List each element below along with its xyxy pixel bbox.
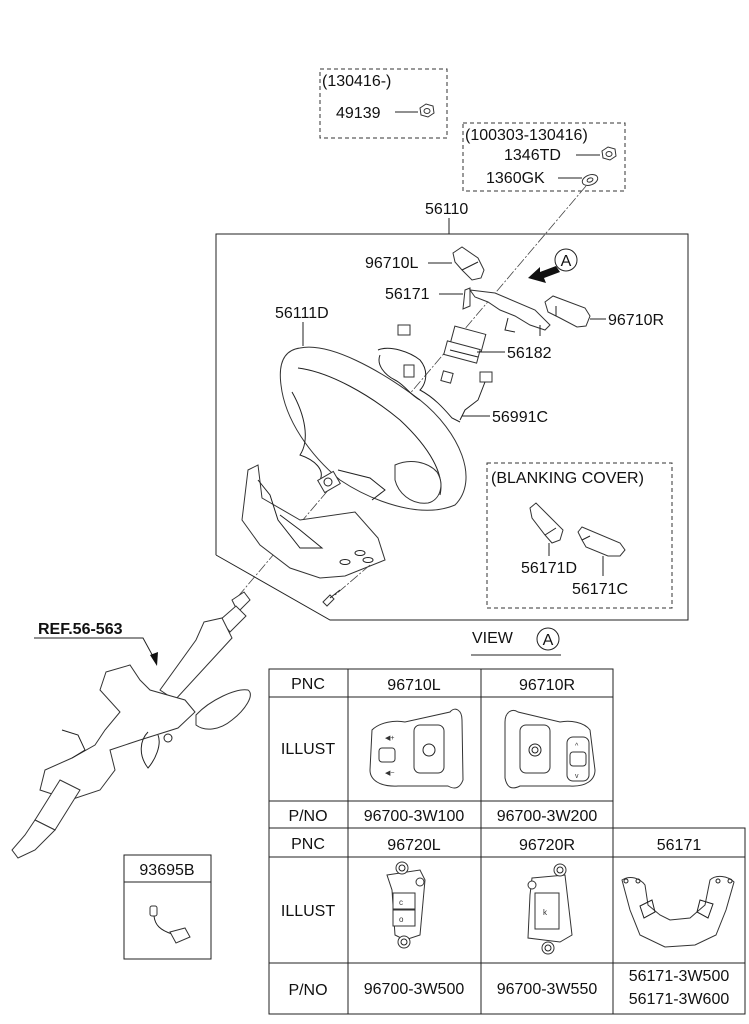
switch-bracket-icon [621, 875, 735, 948]
svg-text:v: v [575, 773, 579, 780]
assembly-boundary [215, 233, 689, 621]
part-label-56110[interactable]: 56110 [425, 201, 468, 218]
pnc-96710L[interactable]: 96710L [387, 677, 440, 694]
svg-text:◀+: ◀+ [385, 735, 394, 742]
lower-cover-part-icon [241, 464, 386, 579]
pno-96700-3W200[interactable]: 96700-3W200 [497, 808, 598, 825]
view-a-arrow: A [528, 248, 578, 283]
part-label-49139[interactable]: 49139 [336, 105, 381, 122]
steering-column-part-icon [11, 591, 251, 859]
part-label-56991C[interactable]: 56991C [492, 409, 548, 426]
svg-text:k: k [543, 908, 548, 917]
right-paddle-switch-icon: k [527, 863, 573, 955]
dashed-box [462, 122, 626, 192]
pnc-96720R[interactable]: 96720R [519, 837, 575, 854]
blanking-cover-right-icon [577, 526, 626, 557]
part-label-93695B[interactable]: 93695B [139, 862, 194, 879]
svg-text:o: o [399, 915, 404, 924]
part-label-56171C[interactable]: 56171C [572, 581, 628, 598]
pnc-96710R[interactable]: 96710R [519, 677, 575, 694]
screw-icon [322, 564, 371, 607]
row-label-pno: P/NO [288, 982, 327, 999]
row-label-pnc: PNC [291, 676, 325, 693]
row-label-pnc: PNC [291, 836, 325, 853]
parts-table-top: PNC ILLUST P/NO 96710L 96710R 96700-3W10… [268, 668, 614, 829]
row-label-pno: P/NO [288, 808, 327, 825]
pno-96700-3W550[interactable]: 96700-3W550 [497, 981, 598, 998]
bracket-part-icon [462, 287, 551, 336]
row-label-illust: ILLUST [281, 903, 335, 920]
pnc-96720L[interactable]: 96720L [387, 837, 440, 854]
connector [397, 324, 411, 336]
part-label-1346TD[interactable]: 1346TD [504, 147, 561, 164]
view-marker-label: A [543, 632, 554, 649]
part-label-56171[interactable]: 56171 [385, 286, 430, 303]
module-part-icon [443, 325, 487, 364]
callout-group-130416: (130416-) 49139 [319, 68, 448, 139]
blanking-cover-left-icon [529, 502, 564, 544]
part-label-96710L[interactable]: 96710L [365, 255, 418, 272]
steering-wheel-part-icon [279, 346, 467, 511]
dashed-box [486, 462, 673, 609]
wiring-harness-part-icon [377, 324, 493, 423]
nut-icon [419, 103, 435, 118]
part-label-1360GK[interactable]: 1360GK [486, 170, 545, 187]
date-range-label: (100303-130416) [465, 127, 588, 144]
sensor-icon [149, 905, 191, 944]
part-label-96710R[interactable]: 96710R [608, 312, 664, 329]
washer-icon [581, 174, 599, 186]
reference-label-56-563[interactable]: REF.56-563 [38, 621, 123, 638]
blanking-cover-group: (BLANKING COVER) 56171D 56171C [486, 462, 673, 609]
left-switch-part-icon [452, 246, 485, 281]
svg-text:^: ^ [575, 743, 579, 750]
pno-96700-3W500[interactable]: 96700-3W500 [364, 981, 465, 998]
view-marker-label: A [561, 253, 572, 270]
parts-table-bottom: PNC ILLUST P/NO 96720L 96720R 56171 9670… [268, 827, 746, 1015]
part-label-56182[interactable]: 56182 [507, 345, 552, 362]
view-a-heading: VIEW A [471, 627, 561, 656]
left-paddle-switch-icon: c o [386, 861, 426, 949]
row-label-illust: ILLUST [281, 741, 335, 758]
reference-arrow [150, 652, 158, 666]
reference-leader [34, 637, 156, 661]
dashed-box [319, 68, 448, 139]
part-label-56111D[interactable]: 56111D [275, 305, 329, 322]
date-range-label: (130416-) [322, 73, 391, 90]
blanking-cover-title: (BLANKING COVER) [491, 470, 644, 487]
sensor-box: 93695B [123, 854, 212, 960]
pnc-56171[interactable]: 56171 [657, 837, 702, 854]
view-label: VIEW [472, 630, 514, 647]
left-steering-switch-icon: ◀+ ◀− [369, 708, 464, 789]
pno-96700-3W100[interactable]: 96700-3W100 [364, 808, 465, 825]
svg-text:◀−: ◀− [385, 770, 394, 777]
pno-56171-3W600[interactable]: 56171-3W600 [629, 991, 730, 1008]
right-steering-switch-icon: ^ v [504, 709, 596, 789]
pno-56171-3W500[interactable]: 56171-3W500 [629, 968, 730, 985]
right-switch-part-icon [544, 295, 591, 328]
callout-group-100303-130416: (100303-130416) 1346TD 1360GK [462, 122, 626, 192]
nut-icon [601, 146, 617, 161]
view-marker-circle [554, 248, 578, 272]
svg-text:c: c [399, 898, 403, 907]
part-label-56171D[interactable]: 56171D [521, 560, 577, 577]
